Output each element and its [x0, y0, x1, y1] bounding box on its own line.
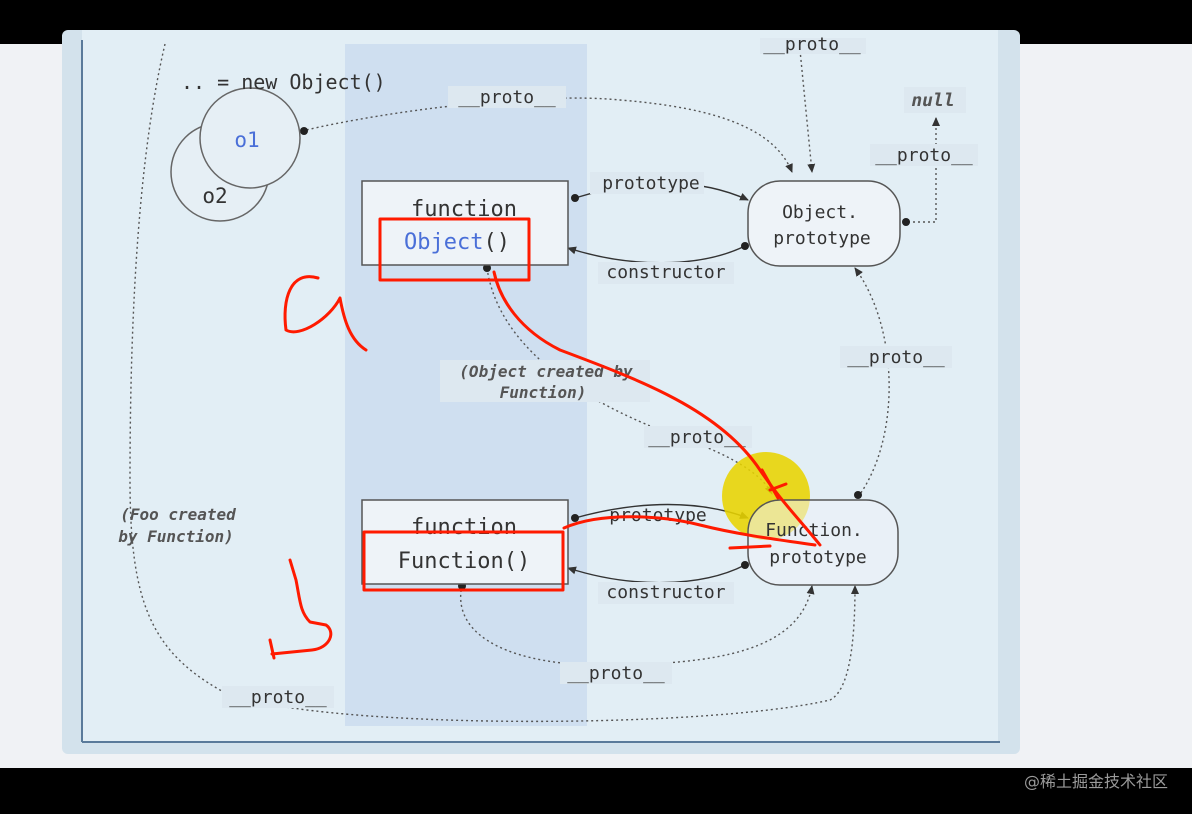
function-object-name-text: Object() — [404, 230, 510, 255]
proto-links — [129, 43, 940, 723]
o1-label: o1 — [234, 128, 259, 152]
proto-label-function-fn: __proto__ — [567, 663, 665, 684]
function-function-box: function Function() — [361, 499, 569, 585]
ink-arrowhead-2 — [728, 544, 772, 550]
ink-arrow-object-to-function-prototype — [492, 270, 822, 547]
highlight-box-object — [378, 217, 531, 282]
label-backgrounds — [222, 38, 978, 708]
proto-label-o1: __proto__ — [458, 87, 556, 108]
handwritten-mark-a — [283, 275, 368, 352]
function-prototype-line1: Function. — [765, 520, 863, 541]
ink-arrow-function-to-function-prototype — [562, 515, 817, 547]
link-endpoints — [300, 127, 910, 590]
function-function-keyword: function — [411, 515, 517, 540]
top-proto-link — [799, 49, 816, 173]
handwritten-mark-b — [268, 558, 333, 660]
foo-created-note-line1: (Foo created — [120, 505, 236, 524]
highlight-box-function — [362, 530, 565, 592]
object-created-note-line2: Function) — [500, 383, 587, 402]
new-object-label: .. = new Object() — [181, 70, 386, 94]
watermark: @稀土掘金技术社区 — [1023, 772, 1168, 791]
null-label: null — [911, 90, 954, 111]
function-prototype-to-object-prototype-link — [854, 267, 890, 498]
red-annotations — [268, 217, 822, 660]
object-created-note-line1: (Object created by — [459, 362, 633, 381]
function-prototype-node: Function. prototype — [747, 499, 899, 586]
o1-proto-link — [301, 97, 793, 173]
function-object-parens: () — [483, 230, 510, 255]
o2-label: o2 — [202, 184, 227, 208]
object-fn-proto-link — [486, 267, 773, 495]
object-prototype-line2: prototype — [773, 228, 871, 249]
function-function-name: Function() — [398, 549, 530, 574]
proto-label-object-fn: __proto__ — [648, 427, 746, 448]
function-prototype-line2: prototype — [769, 547, 867, 568]
function-object-box: function Object() — [361, 180, 569, 266]
proto-label-object-prototype: __proto__ — [875, 145, 973, 166]
function-object-name: Object — [404, 230, 483, 255]
constructor-label-function: constructor — [606, 582, 725, 603]
constructor-label-object: constructor — [606, 262, 725, 283]
o1-node: o1 — [199, 87, 301, 189]
proto-label-foo: __proto__ — [229, 687, 327, 708]
object-prototype-line1: Object. — [782, 202, 858, 223]
bottom-letterbox — [0, 768, 1192, 814]
prototype-label-object: prototype — [602, 173, 700, 194]
proto-label-top: __proto__ — [763, 34, 861, 55]
foo-created-note-line2: by Function) — [118, 527, 234, 546]
foo-proto-link — [129, 43, 859, 723]
ink-arrowhead-1 — [760, 468, 788, 500]
proto-label-function-prototype: __proto__ — [847, 347, 945, 368]
object-prototype-node: Object. prototype — [747, 180, 901, 267]
